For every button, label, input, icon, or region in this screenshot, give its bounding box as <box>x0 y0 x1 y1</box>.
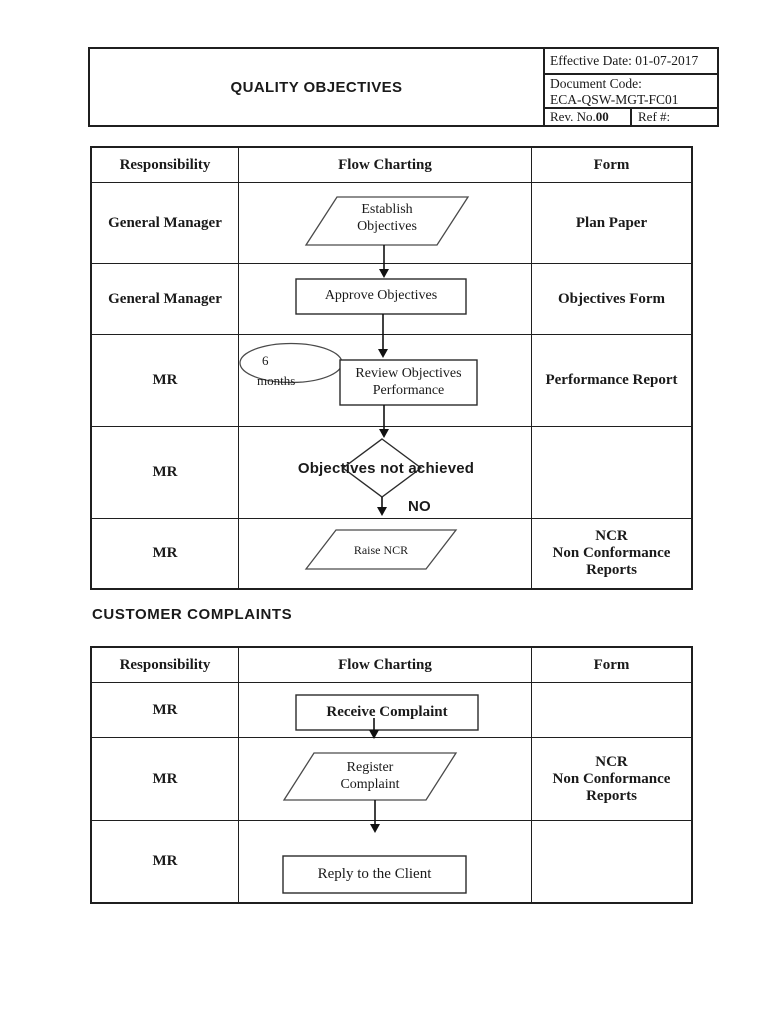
register-complaint-label: Register Complaint <box>340 760 400 792</box>
form-cell <box>532 821 691 902</box>
column-header-form: Form <box>532 148 691 183</box>
column-header-responsibility: Responsibility <box>92 648 239 683</box>
no-branch-label: NO <box>408 498 431 515</box>
responsibility-cell: MR <box>92 335 239 427</box>
rev-no-cell: Rev. No.00 <box>545 109 632 125</box>
flow-cell <box>239 335 532 427</box>
form-cell: NCR Non Conformance Reports <box>552 528 671 578</box>
flow-cell <box>239 183 532 264</box>
form-cell: Objectives Form <box>532 264 691 335</box>
responsibility-cell: General Manager <box>92 183 239 264</box>
form-cell: NCR Non Conformance Reports <box>532 738 691 821</box>
responsibility-cell: MR <box>92 738 239 821</box>
section-title: CUSTOMER COMPLAINTS <box>92 606 293 623</box>
form-cell: Plan Paper <box>532 183 691 264</box>
decision-label: Objectives not achieved <box>297 460 475 477</box>
receive-complaint-label: Receive Complaint <box>326 704 448 720</box>
responsibility-cell: MR <box>92 821 239 902</box>
effective-date: Effective Date: 01-07-2017 <box>545 49 717 75</box>
column-header-flow-charting: Flow Charting <box>239 648 532 683</box>
rev-ref-row: Rev. No.00 Ref #: <box>545 109 717 125</box>
quality-objectives-flow-table: Responsibility Flow Charting Form Genera… <box>90 146 693 590</box>
flow-cell <box>239 519 532 588</box>
responsibility-cell: MR <box>92 519 239 588</box>
responsibility-cell: MR <box>92 683 239 738</box>
rev-no-label: Rev. No. <box>550 109 596 124</box>
rev-no-value: 00 <box>595 109 609 124</box>
flow-cell <box>239 683 532 738</box>
responsibility-cell: General Manager <box>92 264 239 335</box>
timer-value-label: 6 <box>262 353 269 368</box>
page-title: QUALITY OBJECTIVES <box>230 78 403 96</box>
approve-objectives-label: Approve Objectives <box>324 288 438 303</box>
flow-cell <box>239 264 532 335</box>
customer-complaints-flow-table: Responsibility Flow Charting Form MR MR … <box>90 646 693 904</box>
raise-ncr-label: Raise NCR <box>353 543 409 557</box>
reply-to-client-label: Reply to the Client <box>317 866 432 882</box>
header-meta-panel: Effective Date: 01-07-2017 Document Code… <box>545 49 717 125</box>
flow-cell <box>239 821 532 902</box>
ref-cell: Ref #: <box>638 109 671 124</box>
timer-unit-label: months <box>257 373 296 388</box>
flow-cell <box>239 427 532 519</box>
responsibility-cell: MR <box>92 427 239 519</box>
establish-objectives-label: Establish Objectives <box>357 202 417 234</box>
review-objectives-label: Review Objectives Performance <box>355 366 462 398</box>
form-cell <box>532 427 691 519</box>
column-header-responsibility: Responsibility <box>92 148 239 183</box>
column-header-flow-charting: Flow Charting <box>239 148 532 183</box>
form-cell: Performance Report <box>532 335 691 427</box>
title-cell: QUALITY OBJECTIVES <box>90 49 545 125</box>
column-header-form: Form <box>532 648 691 683</box>
form-cell <box>532 683 691 738</box>
document-header-table: QUALITY OBJECTIVES Effective Date: 01-07… <box>88 47 719 127</box>
document-code: Document Code: ECA-QSW-MGT-FC01 <box>545 75 717 109</box>
flow-cell <box>239 738 532 821</box>
